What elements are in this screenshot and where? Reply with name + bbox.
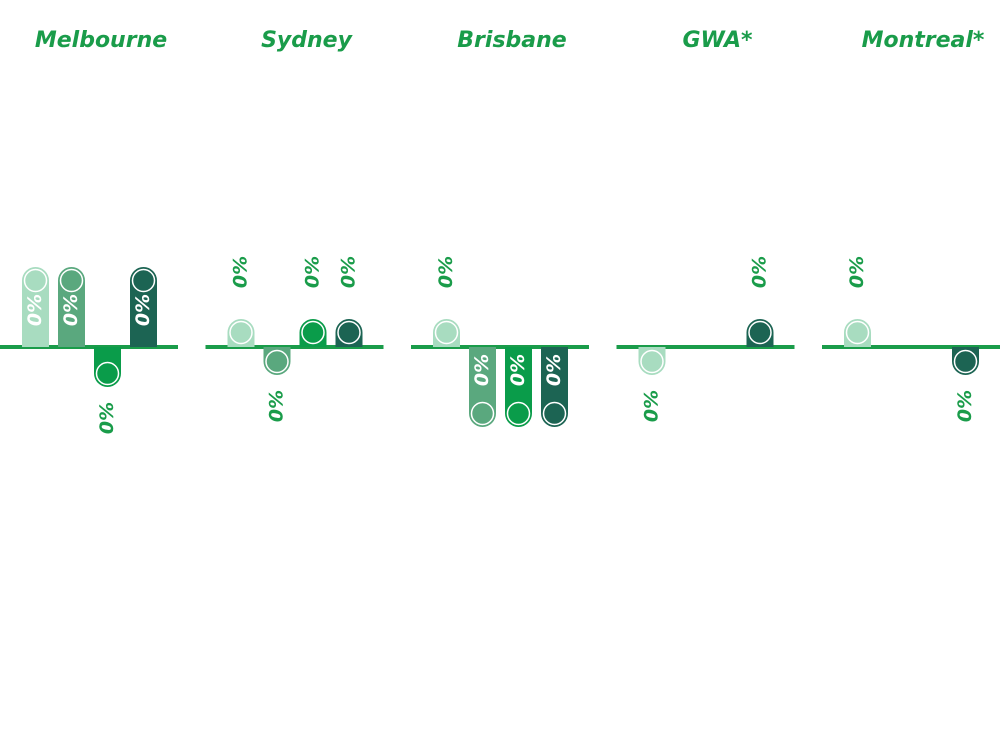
- bar-end-marker: [845, 320, 870, 345]
- data-label: 0%: [846, 256, 868, 288]
- bar-end-marker: [337, 320, 361, 345]
- data-label: 0%: [543, 354, 565, 386]
- panel-sydney: Sydney 0% 0% 0% 0%: [205, 28, 384, 422]
- bar-end-marker: [95, 361, 120, 386]
- panel-title: GWA*: [682, 28, 753, 53]
- data-label: 0%: [132, 294, 154, 326]
- data-label: 0%: [749, 256, 771, 288]
- bar-end-marker: [59, 268, 84, 293]
- data-label: 0%: [266, 390, 288, 422]
- panel-title: Sydney: [261, 28, 354, 53]
- bar-end-marker: [542, 401, 567, 426]
- panel-montreal: Montreal* 0% 0%: [822, 28, 1000, 422]
- bar-end-marker: [301, 320, 325, 345]
- bar-end-marker: [506, 401, 531, 426]
- data-label: 0%: [60, 294, 82, 326]
- bar-end-marker: [640, 349, 664, 374]
- bar-end-marker: [23, 268, 48, 293]
- bar-end-marker: [434, 320, 459, 345]
- bar-end-marker: [748, 320, 772, 345]
- data-label: 0%: [302, 256, 324, 288]
- bar-end-marker: [953, 349, 978, 374]
- data-label: 0%: [641, 390, 663, 422]
- data-label: 0%: [230, 256, 252, 288]
- bar-end-marker: [470, 401, 495, 426]
- panel-title: Melbourne: [35, 28, 167, 53]
- bar-end-marker: [265, 349, 289, 374]
- panel-title: Brisbane: [457, 28, 567, 53]
- panel-melbourne: Melbourne 0% 0% 0% 0%: [0, 28, 178, 434]
- data-label: 0%: [435, 256, 457, 288]
- bar-end-marker: [229, 320, 253, 345]
- panel-title: Montreal*: [862, 28, 985, 53]
- panel-gwa: GWA* 0% 0%: [616, 28, 795, 422]
- data-label: 0%: [507, 354, 529, 386]
- panel-brisbane: Brisbane 0% 0% 0% 0%: [411, 28, 589, 427]
- data-label: 0%: [24, 294, 46, 326]
- data-label: 0%: [954, 390, 976, 422]
- data-label: 0%: [96, 402, 118, 434]
- bar-end-marker: [131, 268, 156, 293]
- data-label: 0%: [338, 256, 360, 288]
- data-label: 0%: [471, 354, 493, 386]
